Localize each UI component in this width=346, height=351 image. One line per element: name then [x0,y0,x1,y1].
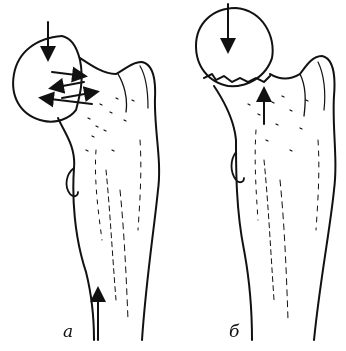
femoral-neck-shaft-b [270,56,335,340]
stipple-b [248,96,308,151]
medial-contour-b [214,86,252,340]
panel-label-b: б [229,322,239,342]
stress-arrow-1-a [52,72,84,76]
femur-a [13,22,159,340]
femoral-head-b [196,8,273,86]
stress-arrow-4-a [42,98,92,104]
femur-b [196,4,335,340]
medial-contour-a [58,118,94,340]
stress-arrow-2-a [52,82,84,88]
panel-label-a: а [63,322,73,342]
